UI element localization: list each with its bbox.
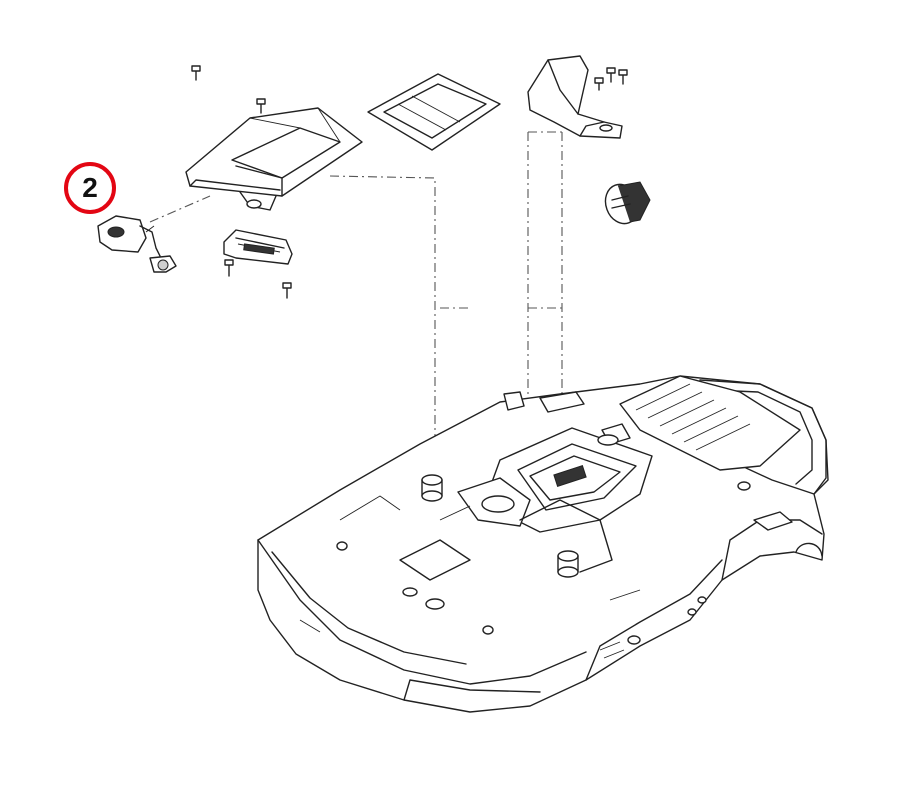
display-window-icon xyxy=(367,73,501,151)
callout-number: 2 xyxy=(82,172,98,203)
bumper-icon xyxy=(527,55,623,139)
assembly-guide-lines xyxy=(149,131,563,450)
knob-icon xyxy=(604,181,651,225)
chassis-body-icon xyxy=(257,375,829,713)
upper-cover-icon xyxy=(185,107,363,211)
callout-badge: 2 xyxy=(64,162,116,214)
screw-icon xyxy=(191,65,628,299)
grommet-icon xyxy=(97,215,177,273)
bracket-cover-icon xyxy=(223,229,293,265)
